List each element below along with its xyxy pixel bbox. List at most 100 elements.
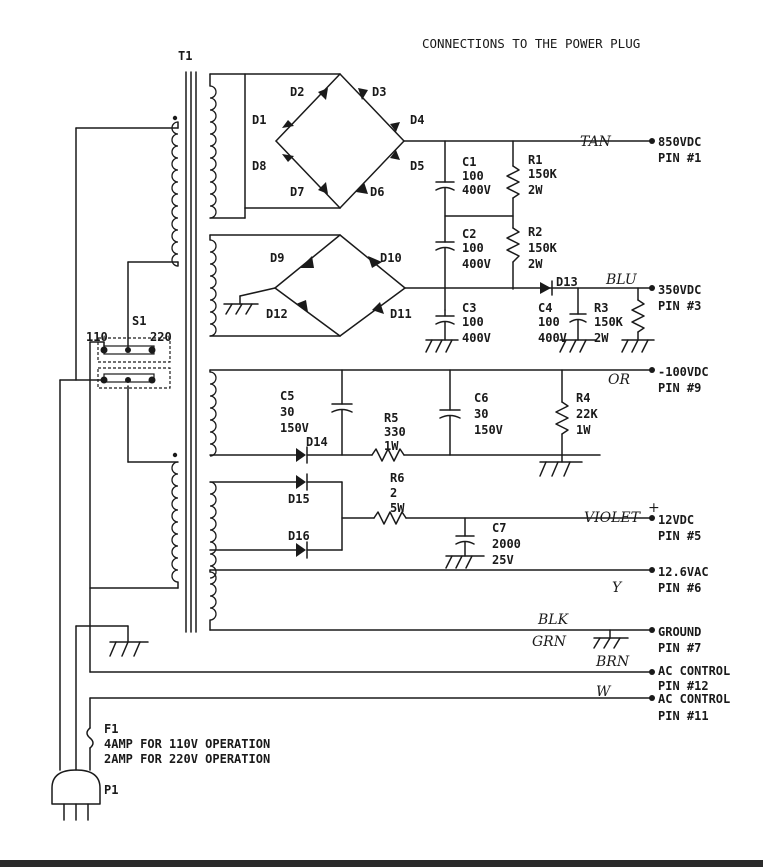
diode-d6-label: D6 bbox=[370, 185, 384, 199]
pin-terminals: 850VDC PIN #1 TAN 350VDC PIN #3 BLU -100… bbox=[532, 134, 730, 723]
diode-d4-label: D4 bbox=[410, 113, 424, 127]
filament-and-ac-lines bbox=[75, 569, 651, 771]
diode-d3-label: D3 bbox=[372, 85, 386, 99]
diode-d10-label: D10 bbox=[380, 251, 402, 265]
output-350vdc-voltage: 350VDC bbox=[658, 283, 701, 297]
12vdc-supply: D15 D16 R6 2 5W C7 2000 25V bbox=[209, 471, 651, 569]
diode-d9-label: D9 bbox=[270, 251, 284, 265]
res-r3-name: R3 bbox=[594, 301, 608, 315]
secondary-winding-bias bbox=[209, 371, 217, 457]
transformer-t1: T1 bbox=[171, 49, 217, 633]
diode-d16-label: D16 bbox=[288, 529, 310, 543]
diode-d8-symbol bbox=[282, 154, 294, 162]
output-ac-control-11-label: AC CONTROL bbox=[658, 692, 730, 706]
output-ac-control-12-label: AC CONTROL bbox=[658, 664, 730, 678]
res-r6-value: 2 bbox=[390, 486, 397, 500]
output-850vdc-voltage: 850VDC bbox=[658, 135, 701, 149]
fuse-f1: F1 4AMP FOR 110V OPERATION 2AMP FOR 220V… bbox=[86, 722, 270, 771]
res-r4-value: 22K bbox=[576, 407, 598, 421]
res-r2-rating: 2W bbox=[528, 257, 543, 271]
wire-or: OR bbox=[608, 372, 630, 388]
cap-c4-name: C4 bbox=[538, 301, 552, 315]
diode-d2-label: D2 bbox=[290, 85, 304, 99]
cap-c1-name: C1 bbox=[462, 155, 476, 169]
wire-tan: TAN bbox=[580, 134, 612, 150]
output-neg100vdc-voltage: -100VDC bbox=[658, 365, 709, 379]
res-r1-name: R1 bbox=[528, 153, 542, 167]
res-r2-name: R2 bbox=[528, 225, 542, 239]
primary-winding-upper bbox=[171, 121, 179, 267]
diode-d14-symbol bbox=[296, 448, 306, 462]
diagram-title: CONNECTIONS TO THE POWER PLUG bbox=[422, 36, 640, 51]
cap-c1-rating: 400V bbox=[462, 183, 491, 197]
resistor-r3-symbol bbox=[631, 299, 645, 333]
cap-c1-value: 100 bbox=[462, 169, 484, 183]
fuse-note-220v: 2AMP FOR 220V OPERATION bbox=[104, 752, 270, 766]
diode-d13-symbol bbox=[540, 282, 551, 294]
hv-filter-network: C1 100 400V R1 150K 2W C2 100 400V R2 15… bbox=[435, 140, 558, 311]
output-12vdc-voltage: 12VDC bbox=[658, 513, 694, 527]
res-r6-name: R6 bbox=[390, 471, 404, 485]
diode-d14-label: D14 bbox=[306, 435, 328, 449]
res-r1-value: 150K bbox=[528, 167, 558, 181]
fuse-note-110v: 4AMP FOR 110V OPERATION bbox=[104, 737, 270, 751]
diode-d5-symbol bbox=[390, 150, 400, 160]
resistor-r2-symbol bbox=[506, 227, 520, 263]
res-r6-rating: 5W bbox=[390, 501, 405, 515]
diode-d15-symbol bbox=[296, 475, 306, 489]
plus-mark: + bbox=[648, 500, 660, 516]
cap-c7-rating: 25V bbox=[492, 553, 514, 567]
lv-bridge-rectifier: D9 D10 D12 D11 bbox=[209, 234, 651, 337]
cap-c4-value: 100 bbox=[538, 315, 560, 329]
cap-c2-rating: 400V bbox=[462, 257, 491, 271]
output-12vdc-pin: PIN #5 bbox=[658, 529, 701, 543]
diode-d11-label: D11 bbox=[390, 307, 412, 321]
secondary-winding-hv bbox=[209, 85, 217, 219]
cap-c6-value: 30 bbox=[474, 407, 488, 421]
res-r3-value: 150K bbox=[594, 315, 624, 329]
diode-d2-symbol bbox=[318, 88, 328, 100]
diode-d13-label: D13 bbox=[556, 275, 578, 289]
diode-d12-label: D12 bbox=[266, 307, 288, 321]
output-850vdc-pin: PIN #1 bbox=[658, 151, 701, 165]
wire-blk: BLK bbox=[537, 612, 570, 628]
output-12v6ac-voltage: 12.6VAC bbox=[658, 565, 709, 579]
cap-c6-name: C6 bbox=[474, 391, 488, 405]
res-r5-value: 330 bbox=[384, 425, 406, 439]
wire-w: W bbox=[596, 684, 612, 700]
wire-violet: VIOLET bbox=[584, 510, 642, 526]
resistor-r1-symbol bbox=[506, 165, 520, 199]
res-r5-rating: 1W bbox=[384, 439, 399, 453]
fuse-label: F1 bbox=[104, 722, 118, 736]
cap-c2-name: C2 bbox=[462, 227, 476, 241]
switch-label: S1 bbox=[132, 314, 146, 328]
diode-d7-label: D7 bbox=[290, 185, 304, 199]
secondary-winding-filament bbox=[209, 571, 217, 621]
res-r4-rating: 1W bbox=[576, 423, 591, 437]
b-plus-filter: C3 100 400V D13 C4 100 400V R3 150K 2W bbox=[425, 275, 655, 353]
voltage-selector-switch-s1[interactable]: S1 110 220 bbox=[86, 314, 172, 389]
secondary-winding-12v bbox=[209, 481, 217, 579]
wire-blu: BLU bbox=[605, 272, 638, 288]
output-12v6ac-pin: PIN #6 bbox=[658, 581, 701, 595]
diode-d8-label: D8 bbox=[252, 159, 266, 173]
diode-d11-symbol bbox=[372, 302, 384, 314]
plug-label: P1 bbox=[104, 783, 118, 797]
diode-d3-symbol bbox=[358, 88, 368, 100]
cap-c5-name: C5 bbox=[280, 389, 294, 403]
diode-d16-symbol bbox=[296, 543, 306, 557]
diode-d4-symbol bbox=[390, 122, 400, 132]
hv-bridge-rectifier: D2 D3 D1 D4 D8 D5 D7 D6 bbox=[209, 73, 651, 219]
primary-winding-lower bbox=[171, 461, 179, 583]
diode-d6-symbol bbox=[356, 182, 368, 194]
primary-circuit bbox=[59, 121, 179, 771]
output-ac-control-11-pin: PIN #11 bbox=[658, 709, 709, 723]
bottom-bar bbox=[0, 860, 763, 867]
output-neg100vdc-pin: PIN #9 bbox=[658, 381, 701, 395]
cap-c2-value: 100 bbox=[462, 241, 484, 255]
diode-d5-label: D5 bbox=[410, 159, 424, 173]
res-r5-name: R5 bbox=[384, 411, 398, 425]
cap-c5-rating: 150V bbox=[280, 421, 309, 435]
transformer-label: T1 bbox=[178, 49, 192, 63]
